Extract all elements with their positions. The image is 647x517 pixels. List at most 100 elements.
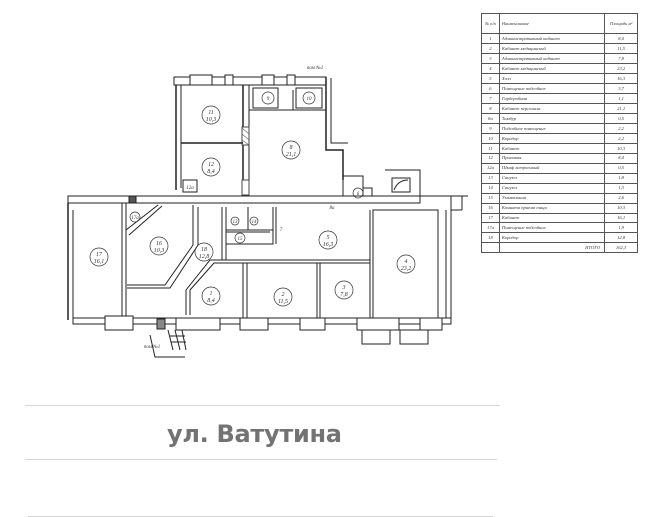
svg-text:17а: 17а (131, 216, 139, 221)
svg-text:8,4: 8,4 (207, 297, 215, 304)
street-name: ул. Ватутина (167, 420, 342, 448)
row-area: 2,6 (604, 192, 638, 204)
room-label-11: 11 (208, 110, 214, 116)
row-name: Шкаф встроенный (498, 162, 606, 174)
row-name: Комната приема пищи (498, 202, 606, 214)
svg-text:16,1: 16,1 (94, 259, 105, 265)
row-area: 11,5 (604, 42, 638, 54)
col-name: Наименование (498, 13, 606, 34)
col-num: № п/п (481, 13, 500, 34)
row-name: Приемная (498, 152, 606, 164)
row-area: 0,5 (604, 112, 638, 124)
svg-text:15: 15 (238, 237, 244, 242)
row-num: 15 (481, 192, 500, 204)
row-name: Холл (498, 72, 606, 84)
row-num: 8а (481, 112, 500, 124)
row-area: 16,3 (604, 72, 638, 84)
row-num: 7 (481, 92, 500, 104)
svg-text:пом №1: пом №1 (144, 344, 160, 350)
svg-text:10: 10 (307, 97, 313, 102)
row-num: 17а (481, 222, 500, 234)
svg-text:18: 18 (201, 247, 207, 253)
row-name: Коридор (498, 232, 606, 244)
row-area: 3,7 (604, 82, 638, 94)
svg-text:3: 3 (342, 285, 346, 291)
row-num: 8 (481, 102, 500, 114)
row-area: 2,2 (604, 122, 638, 134)
total-empty (481, 242, 500, 254)
row-area: 1,1 (604, 92, 638, 104)
row-name: Кабинет медицинский (498, 42, 606, 54)
svg-text:10,3: 10,3 (206, 117, 217, 123)
row-area: 1,3 (604, 182, 638, 194)
col-area: Площадь м² (604, 13, 638, 34)
row-area: 8,4 (604, 32, 638, 44)
svg-text:2: 2 (282, 292, 285, 298)
row-name: Кабинет персонала (498, 102, 606, 114)
row-area: 1,9 (604, 222, 638, 234)
svg-text:16,3: 16,3 (323, 242, 334, 248)
row-area: 2,2 (604, 132, 638, 144)
row-area: 10,3 (604, 142, 638, 154)
table-total-row: ИТОГО 162,3 (481, 242, 638, 254)
row-num: 6 (481, 82, 500, 94)
svg-text:пом №1: пом №1 (307, 65, 323, 71)
svg-text:14: 14 (252, 220, 258, 225)
svg-text:5: 5 (327, 235, 330, 241)
svg-text:8,4: 8,4 (207, 168, 215, 175)
row-name: Санузел (498, 182, 606, 194)
svg-text:13: 13 (233, 220, 239, 225)
row-name: Кабинет (498, 212, 606, 224)
row-name: Помещение подсобное (498, 222, 606, 234)
row-num: 5 (481, 72, 500, 84)
street-line-middle (25, 459, 497, 460)
total-area: 162,3 (604, 242, 638, 254)
row-name: Санузел (498, 172, 606, 184)
row-area: 16,1 (604, 212, 638, 224)
row-num: 10 (481, 132, 500, 144)
row-num: 3 (481, 52, 500, 64)
row-num: 9 (481, 122, 500, 134)
svg-text:9: 9 (267, 97, 270, 102)
floor-plan: 11 10,3 12 8,4 8 21,1 9 10 6 12а 8а 7 17… (67, 65, 468, 358)
row-name: Умывальная (498, 192, 606, 204)
row-num: 11 (481, 142, 500, 154)
svg-text:16: 16 (156, 241, 162, 247)
svg-text:8: 8 (290, 145, 293, 151)
svg-text:4: 4 (405, 258, 408, 265)
row-name: Административный кабинет (498, 52, 606, 64)
row-area: 8,4 (604, 152, 638, 164)
row-area: 10,3 (604, 202, 638, 214)
row-name: Подсобное помещение (498, 122, 606, 134)
row-area: 0,5 (604, 162, 638, 174)
row-name: Коридор (498, 132, 606, 144)
row-name: Административный кабинет (498, 32, 606, 44)
row-num: 16 (481, 202, 500, 214)
row-area: 21,1 (604, 102, 638, 114)
row-name: Гардеробная (498, 92, 606, 104)
row-name: Тамбур (498, 112, 606, 124)
row-name: Помещение подсобное (498, 82, 606, 94)
row-num: 4 (481, 62, 500, 74)
svg-text:17: 17 (96, 252, 103, 258)
row-num: 12 (481, 152, 500, 164)
row-area: 12,8 (604, 232, 638, 244)
svg-text:23,2: 23,2 (401, 266, 412, 272)
svg-text:10,3: 10,3 (154, 248, 165, 254)
